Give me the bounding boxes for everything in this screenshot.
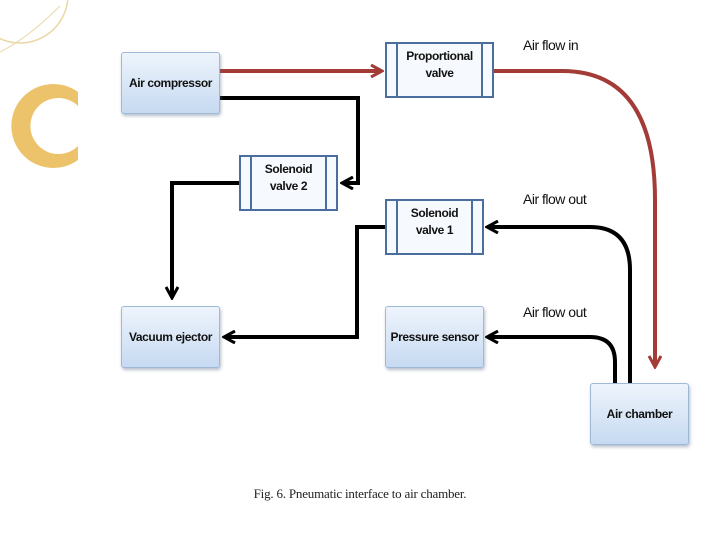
- deco-ring-outer: [0, 0, 69, 44]
- proportional-valve-line-1: Proportional: [406, 49, 473, 63]
- solenoid-valve-2: Solenoid valve 2: [239, 155, 338, 211]
- proportional-valve-line-2: valve: [425, 66, 454, 80]
- arrow-compressor-to-solenoid-2: [220, 96, 360, 183]
- air-flow-out-label-upper: Air flow out: [523, 191, 587, 207]
- solenoid-valve-2-line-2: valve 2: [269, 179, 308, 193]
- air-chamber-label: Air chamber: [606, 407, 673, 421]
- decorative-rings: [0, 0, 78, 169]
- air-flow-in-label: Air flow in: [523, 37, 579, 53]
- deco-inner-circle: [42, 107, 78, 143]
- solenoid-valve-2-line-1: Solenoid: [264, 162, 313, 176]
- valve-bar-right: [471, 201, 473, 253]
- deco-arc: [0, 5, 61, 53]
- valve-bar-right: [325, 157, 327, 209]
- arrow-solenoid-1-to-vacuum-ejector: [225, 225, 385, 337]
- arrow-solenoid-2-to-vacuum-ejector: [172, 181, 239, 297]
- arrow-air-chamber-to-solenoid-1: [488, 227, 632, 383]
- deco-crescent: [11, 84, 78, 169]
- arrow-air-chamber-to-pressure-sensor: [488, 337, 617, 383]
- valve-bar-left: [396, 201, 398, 253]
- vacuum-ejector-box: Vacuum ejector: [121, 306, 220, 368]
- solenoid-valve-1-line-2: valve 1: [415, 223, 454, 237]
- figure-caption: Fig. 6. Pneumatic interface to air chamb…: [253, 486, 467, 501]
- air-compressor-box: Air compressor: [121, 52, 220, 114]
- valve-bar-right: [481, 44, 483, 96]
- pressure-sensor-box: Pressure sensor: [385, 306, 484, 368]
- valve-bar-left: [250, 157, 252, 209]
- air-chamber-box: Air chamber: [590, 383, 689, 445]
- vacuum-ejector-label: Vacuum ejector: [128, 330, 213, 344]
- valve-bar-left: [396, 44, 398, 96]
- pressure-sensor-label: Pressure sensor: [390, 330, 479, 344]
- solenoid-valve-1-line-1: Solenoid: [410, 206, 459, 220]
- arrow-proportional-to-air-chamber: [494, 69, 655, 366]
- proportional-valve: Proportional valve: [385, 42, 494, 98]
- solenoid-valve-1: Solenoid valve 1: [385, 199, 484, 255]
- air-flow-out-label-lower: Air flow out: [523, 304, 587, 320]
- air-compressor-label: Air compressor: [128, 76, 213, 90]
